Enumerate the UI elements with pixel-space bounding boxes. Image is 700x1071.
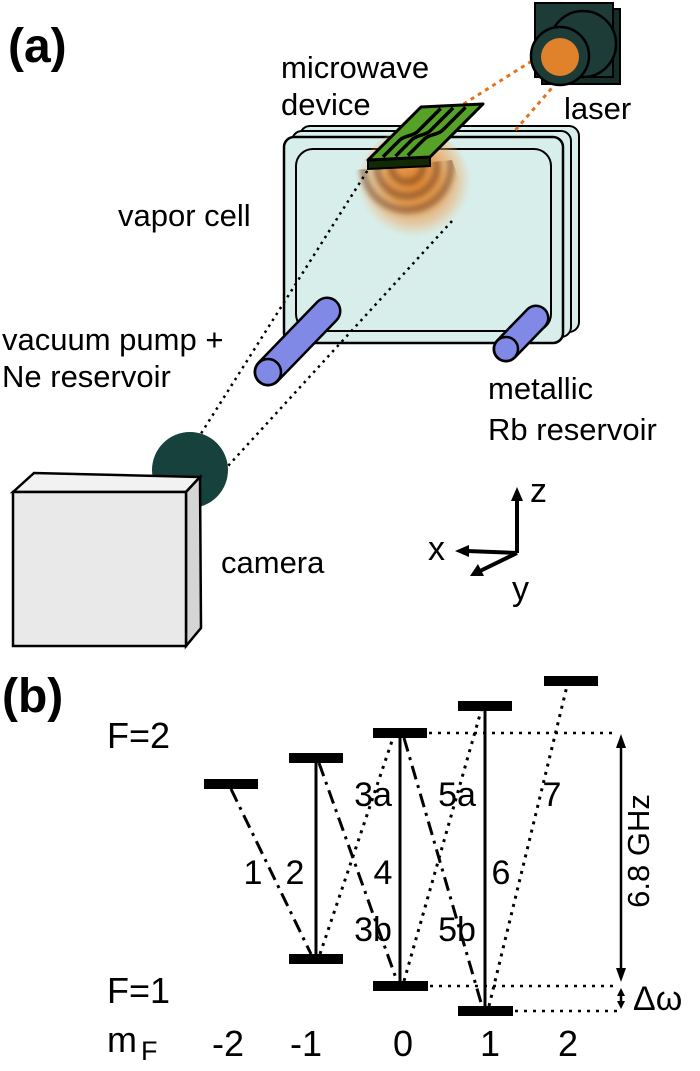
rb-reservoir-label-line1: metallic xyxy=(488,371,593,406)
hyperfine-splitting-arrow xyxy=(616,734,626,982)
f2-label: F=2 xyxy=(107,715,170,756)
camera xyxy=(9,432,228,650)
microwave-device-label-line2: device xyxy=(281,87,371,122)
camera-label: camera xyxy=(221,545,325,580)
chip-waveguide-pattern xyxy=(381,106,467,159)
transition-label-5a: 5a xyxy=(438,776,476,814)
transition-label-7: 7 xyxy=(543,776,562,814)
transition-line-3b xyxy=(317,762,399,982)
laser-aperture-icon xyxy=(541,38,579,76)
arrowhead-up xyxy=(616,734,626,748)
imaging-path-lines xyxy=(181,164,453,479)
transition-line-7 xyxy=(487,685,569,1007)
mf-value-2: 2 xyxy=(558,1023,578,1064)
transition-label-2: 2 xyxy=(286,854,305,892)
vacuum-pump-label-line1: vacuum pump + xyxy=(2,322,223,357)
x-axis-label: x xyxy=(428,530,445,568)
imaging-line-left xyxy=(181,164,373,463)
laser-label: laser xyxy=(564,91,631,126)
x-axis-arrowhead xyxy=(455,545,469,557)
detuning-arrowhead-down xyxy=(617,1001,625,1009)
transition-line-1 xyxy=(229,788,313,955)
panel-b-level-diagram: (b) F=2 F=1 m F -2 -1 0 1 2 1 2 3a 3b 4 … xyxy=(2,670,682,1066)
arrowhead-down xyxy=(616,968,626,982)
vacuum-pump-label-line2: Ne reservoir xyxy=(2,359,171,394)
mf-value-labels: -2 -1 0 1 2 xyxy=(212,1023,578,1064)
y-axis-line xyxy=(479,551,518,573)
vacuum-tube-opening xyxy=(253,357,283,387)
transition-line-5b xyxy=(402,737,484,1007)
camera-body-front xyxy=(11,490,188,648)
mf-value-1: 1 xyxy=(480,1023,500,1064)
y-axis-label: y xyxy=(512,570,529,608)
imaging-line-right xyxy=(216,220,453,479)
mf-value-0: 0 xyxy=(393,1023,413,1064)
transition-number-labels: 1 2 3a 3b 4 5a 5b 6 7 xyxy=(244,776,562,949)
panel-a-setup-schematic: (a) microwave device laser vapor cell va… xyxy=(2,2,657,650)
vacuum-pump-tube xyxy=(253,296,342,387)
rb-tube-opening xyxy=(492,335,520,363)
transition-label-4: 4 xyxy=(374,854,393,892)
transition-label-1: 1 xyxy=(244,854,263,892)
energy-level-bars xyxy=(204,676,598,1016)
z-axis-label: z xyxy=(530,472,547,510)
mf-value-neg2: -2 xyxy=(212,1023,244,1064)
microwave-chip xyxy=(366,102,485,171)
camera-body-side xyxy=(184,473,203,650)
laser-beam-line-to-cell xyxy=(511,81,559,134)
coordinate-axes xyxy=(455,487,523,576)
camera-body-top xyxy=(9,471,203,494)
detuning-label: Δω xyxy=(633,980,682,1018)
transition-label-3b: 3b xyxy=(354,911,392,949)
transition-label-5b: 5b xyxy=(438,911,476,949)
vapor-cell-label: vapor cell xyxy=(118,198,251,233)
detuning-arrowhead-up xyxy=(617,988,625,996)
x-axis-line xyxy=(466,549,518,555)
transition-lines xyxy=(229,685,569,1007)
laser xyxy=(529,2,621,87)
f1-label: F=1 xyxy=(107,970,170,1011)
detuning-arrow xyxy=(617,988,625,1009)
rb-reservoir-label-line2: Rb reservoir xyxy=(488,412,657,447)
reference-dotted-lines xyxy=(429,731,618,1013)
panel-a-label: (a) xyxy=(8,20,67,73)
microwave-device-label-line1: microwave xyxy=(281,50,429,85)
frequency-label: 6.8 GHz xyxy=(621,794,656,908)
rb-reservoir-tube xyxy=(492,304,550,363)
y-axis-arrowhead xyxy=(470,564,484,576)
mf-subscript: F xyxy=(141,1036,158,1066)
panel-b-label: (b) xyxy=(2,670,63,723)
transition-label-6: 6 xyxy=(492,854,511,892)
z-axis-arrowhead xyxy=(511,487,523,501)
mf-value-neg1: -1 xyxy=(290,1023,322,1064)
mf-symbol: m xyxy=(107,1019,137,1060)
transition-label-3a: 3a xyxy=(354,776,392,814)
